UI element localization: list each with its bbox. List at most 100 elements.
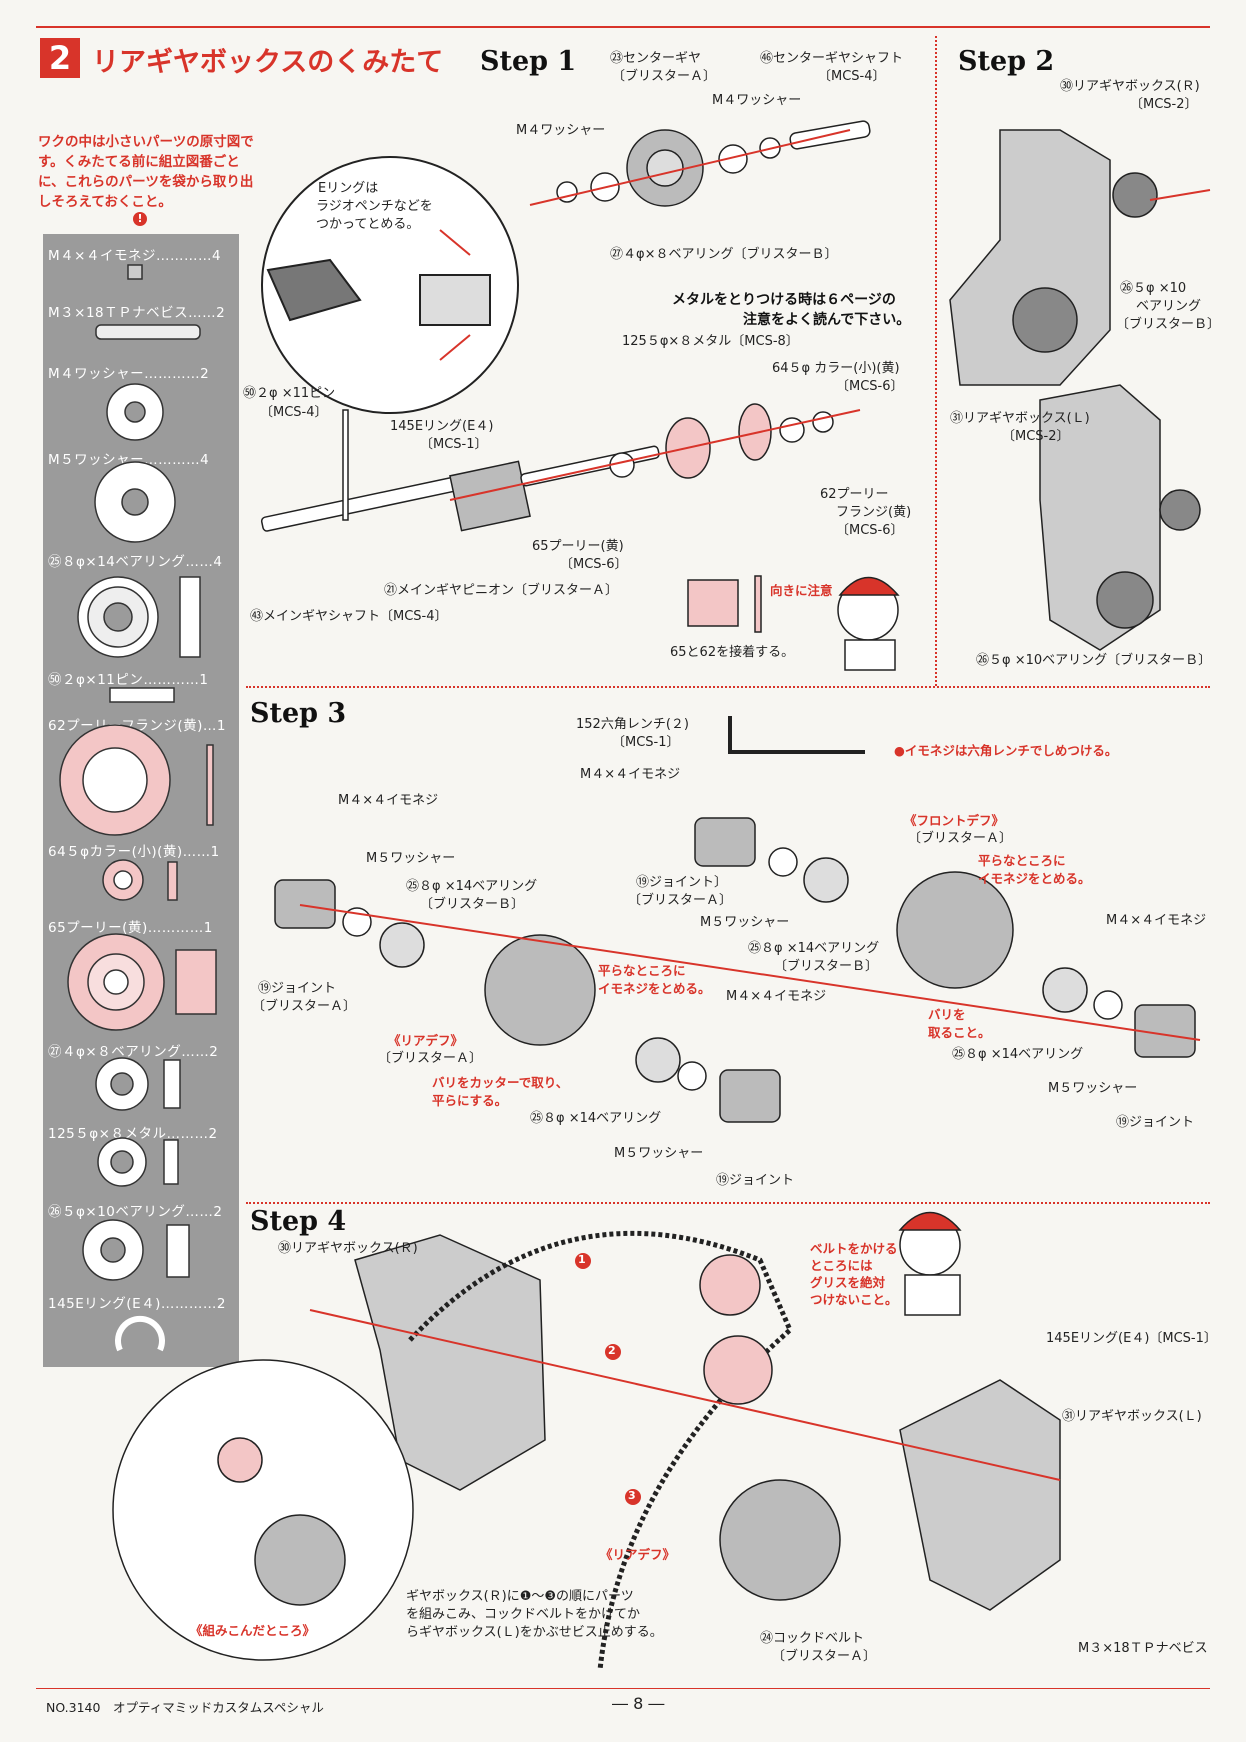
step1-2-divider — [935, 36, 937, 686]
parts-item: ㊿２φ×11ピン…………1 — [48, 672, 209, 688]
center-gear-sub: 〔ブリスターＡ〕 — [612, 69, 717, 84]
main-shaft-label: ㊸メインギヤシャフト〔MCS-4〕 — [250, 609, 448, 624]
bearing-mid-sub: 〔ブリスターＢ〕 — [774, 959, 879, 974]
joint-right-label: ⑲ジョイント — [1116, 1115, 1195, 1130]
section-number: 2 — [40, 38, 80, 78]
center-gear-label: ㉓センターギヤ — [610, 51, 702, 66]
step2-bearing-label: ベアリング — [1136, 299, 1202, 314]
gearbox-r-sub: 〔MCS-2〕 — [1130, 97, 1198, 112]
parts-item: M３×18ＴＰナベビス……2 — [48, 305, 226, 321]
pulley-label: 65プーリー(黄) — [532, 539, 624, 554]
flat-note-left: イモネジをとめる。 — [598, 981, 711, 996]
belt-grease-note: ベルトをかける — [810, 1241, 898, 1256]
m4-washer-label-a: M４ワッシャー — [516, 123, 606, 138]
step2-bearing-label: ㉖５φ ×10 — [1120, 281, 1187, 296]
flange-sub: 〔MCS-6〕 — [836, 523, 904, 538]
center-shaft-label: ㊻センターギヤシャフト — [760, 51, 904, 66]
parts-item: 125５φ×８メタル………2 — [48, 1126, 218, 1142]
burr-note-left: バリをカッターで取り、 — [432, 1075, 569, 1090]
orientation-note: 向きに注意 — [770, 583, 833, 598]
collar-sub: 〔MCS-6〕 — [836, 379, 904, 394]
bearing-4x8-label: ㉗４φ×８ベアリング〔ブリスターＢ〕 — [610, 247, 838, 262]
step4-ering-label: 145Eリング(E４)〔MCS-1〕 — [1046, 1331, 1217, 1346]
flange-label: 62プーリー — [820, 487, 889, 502]
m5-washer-left-label: M５ワッシャー — [366, 851, 456, 866]
step-marker-3 — [625, 1489, 641, 1505]
ering-note: つかってとめる。 — [316, 217, 420, 232]
parts-item: 64５φカラー(小)(黄)……1 — [48, 844, 220, 860]
flat-note-left: 平らなところに — [598, 963, 686, 978]
parts-item: 65プーリー(黄)…………1 — [48, 920, 213, 936]
step-marker-2 — [605, 1344, 621, 1360]
step3-parts — [274, 716, 1201, 1123]
gearbox-l-label: ㉛リアギヤボックス(Ｌ) — [950, 411, 1090, 426]
ering-sub: 〔MCS-1〕 — [420, 437, 488, 452]
step-marker-3-number: 3 — [628, 1489, 636, 1502]
burr-note-right: バリを — [928, 1007, 966, 1022]
flat-note-right: 平らなところに — [978, 853, 1066, 868]
setscrew-bottom-label: M４×４イモネジ — [726, 989, 827, 1004]
flat-note-right: イモネジをとめる。 — [978, 871, 1091, 886]
ering-label: 145Eリング(E４) — [390, 419, 494, 434]
setscrew-right-label: M４×４イモネジ — [1106, 913, 1207, 928]
step-marker-1 — [575, 1253, 591, 1269]
m5-washer-right-label: M５ワッシャー — [1048, 1081, 1138, 1096]
gearbox-r-label: ㉚リアギヤボックス(Ｒ) — [1060, 79, 1200, 94]
ering-note: Eリングは — [318, 181, 379, 196]
step4-gearbox-r-label: ㉚リアギヤボックス(Ｒ) — [278, 1241, 418, 1256]
hex-wrench-label: 152六角レンチ(２) — [576, 717, 689, 732]
parts-item: ㉖５φ×10ベアリング……2 — [48, 1204, 223, 1220]
parts-item: M４ワッシャー…………2 — [48, 366, 210, 382]
step2-bearing-bottom: ㉖５φ ×10ベアリング〔ブリスターＢ〕 — [976, 653, 1212, 668]
step4-instruction: ギヤボックス(Ｒ)に❶～❸の順にパーツ — [406, 1589, 634, 1604]
burr-note-right: 取ること。 — [928, 1025, 991, 1040]
joint-left-label: ⑲ジョイント — [258, 981, 337, 996]
step1-title: Step 1 — [480, 46, 577, 77]
metal-label: 125５φ×８メタル〔MCS-8〕 — [622, 334, 799, 349]
step4-gearbox-l-label: ㉛リアギヤボックス(Ｌ) — [1062, 1409, 1202, 1424]
step-marker-1-number: 1 — [578, 1253, 586, 1266]
step2-gearboxes — [949, 129, 1211, 651]
step-marker-2-number: 2 — [608, 1344, 616, 1357]
ering-zoom — [261, 156, 519, 414]
pin-sub: 〔MCS-4〕 — [260, 405, 328, 420]
belt-sub: 〔ブリスターＡ〕 — [772, 1649, 877, 1664]
step4-parts — [112, 1230, 1061, 1671]
rear-diff-sub: 〔ブリスターＡ〕 — [378, 1051, 483, 1066]
pinion-label: ㉑メインギヤピニオン〔ブリスターＡ〕 — [384, 583, 619, 598]
step1-parts — [260, 120, 871, 633]
m4-washer-label-b: M４ワッシャー — [712, 93, 802, 108]
belt-grease-note: グリスを絶対 — [810, 1275, 886, 1290]
hex-wrench-note: ●イモネジは六角レンチでしめつける。 — [894, 743, 1118, 758]
page-number: ― 8 ― — [612, 1694, 665, 1713]
pulley-sub: 〔MCS-6〕 — [560, 557, 628, 572]
step4-rear-diff-label: 《リアデフ》 — [600, 1547, 676, 1562]
step2-title: Step 2 — [958, 46, 1055, 77]
step2-3-divider — [246, 686, 1210, 688]
step4-instruction: らギヤボックス(Ｌ)をかぶせビス止めする。 — [406, 1625, 663, 1640]
joint-bottom-label: ⑲ジョイント — [716, 1173, 795, 1188]
step3-title: Step 3 — [250, 698, 347, 729]
setscrew-left-label: M４×４イモネジ — [338, 793, 439, 808]
bearing-bottom-label: ㉕８φ ×14ベアリング — [530, 1111, 662, 1126]
bearing-left-label: ㉕８φ ×14ベアリング — [406, 879, 538, 894]
m5-washer-mid-label: M５ワッシャー — [700, 915, 790, 930]
m5-washer-bottom-label: M５ワッシャー — [614, 1146, 704, 1161]
step3-4-divider — [246, 1202, 1210, 1204]
bearing-left-sub: 〔ブリスターＢ〕 — [420, 897, 525, 912]
bearing-right-label: ㉕８φ ×14ベアリング — [952, 1047, 1084, 1062]
front-diff-label: 《フロントデフ》 — [904, 813, 1005, 828]
mascot-step1 — [837, 576, 900, 671]
parts-item: M５ワッシャー…………4 — [48, 452, 210, 468]
parts-item: ㉕８φ×14ベアリング……4 — [48, 554, 223, 570]
joint-left-sub: 〔ブリスターＡ〕 — [252, 999, 357, 1014]
parts-item: M４×４イモネジ…………4 — [48, 248, 222, 264]
screw-label: M３×18ＴＰナベビス — [1078, 1641, 1208, 1656]
parts-item: 145Eリング(E４)…………2 — [48, 1296, 226, 1312]
glue-note: 65と62を接着する。 — [670, 645, 795, 660]
mascot-step4 — [898, 1211, 962, 1316]
step4-instruction: を組みこみ、コックドベルトをかけてか — [406, 1607, 641, 1622]
bearing-mid-label: ㉕８φ ×14ベアリング — [748, 941, 880, 956]
pin-label: ㊿２φ ×11ピン — [243, 386, 336, 401]
